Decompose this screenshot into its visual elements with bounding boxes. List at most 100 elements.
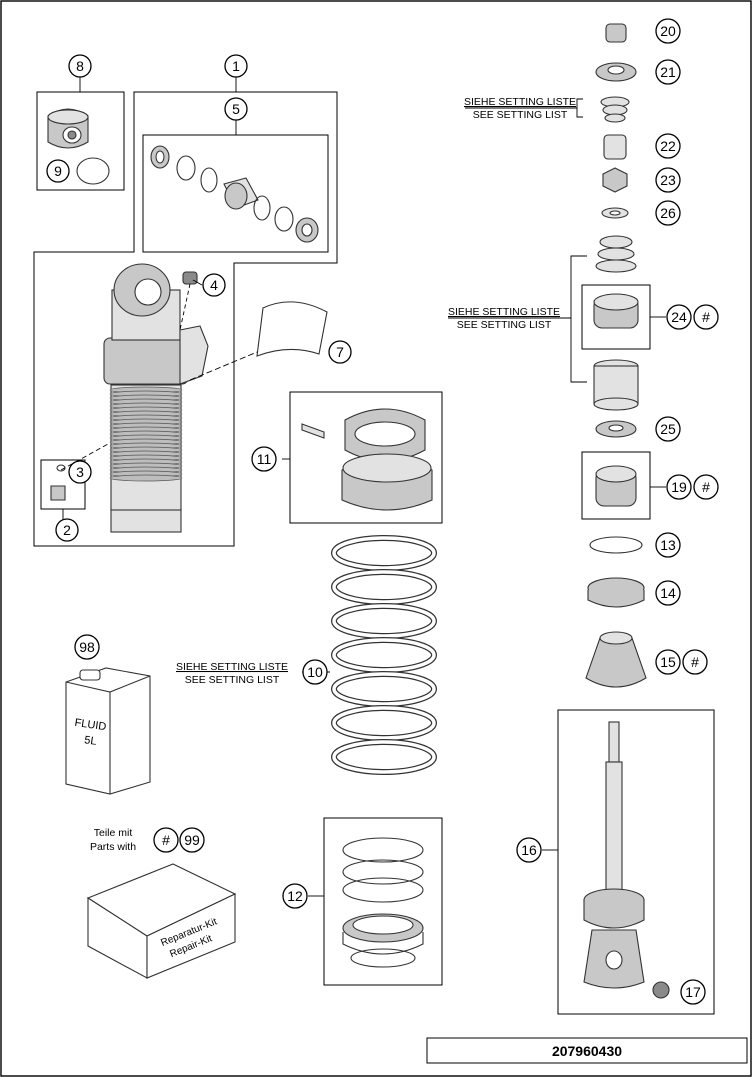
- callout-26: 26: [655, 200, 681, 226]
- callout-24: 24: [666, 304, 692, 330]
- spring-coil-highlight: [332, 672, 436, 706]
- box-piston-19: [581, 451, 651, 520]
- right-column-parts: [585, 23, 647, 688]
- callout-19-hash: #: [693, 474, 719, 500]
- callout-3: 3: [68, 460, 92, 484]
- kit-box-part: Reparatur-Kit Repair-Kit: [86, 863, 237, 979]
- callout-21: 21: [655, 59, 681, 85]
- leader-lines: [62, 77, 666, 897]
- callout-1: 1: [224, 54, 248, 78]
- callout-10-label: 10: [307, 664, 323, 680]
- callout-12: 12: [282, 883, 308, 909]
- callout-8: 8: [68, 54, 92, 78]
- callout-16: 16: [516, 837, 542, 863]
- callout-9-label: 9: [54, 163, 62, 179]
- callout-13-label: 13: [660, 537, 676, 553]
- setting-note-middle-en: SEE SETTING LIST: [457, 319, 552, 331]
- callout-20: 20: [655, 18, 681, 44]
- parts-with-note: Teile mit Parts with: [90, 827, 136, 853]
- setting-note-top: SIEHE SETTING LISTE SEE SETTING LIST: [464, 96, 576, 121]
- callout-7-label: 7: [336, 344, 344, 360]
- valve-part: [50, 443, 109, 501]
- callout-23-label: 23: [660, 172, 676, 188]
- callout-10: 10: [302, 659, 328, 685]
- setting-note-middle: SIEHE SETTING LISTE SEE SETTING LIST: [448, 306, 560, 331]
- spring-coil-highlight: [332, 536, 436, 570]
- callout-9: 9: [46, 159, 70, 183]
- box-spring-seat-12: [323, 817, 443, 986]
- setting-note-top-de: SIEHE SETTING LISTE: [464, 96, 576, 108]
- callout-99-label: 99: [184, 832, 200, 848]
- callout-14: 14: [655, 580, 681, 606]
- seal-kit-parts: [150, 145, 319, 243]
- box-seal-8: [36, 91, 125, 191]
- protection-sheet-part: [256, 301, 328, 357]
- callout-25: 25: [655, 416, 681, 442]
- callout-7: 7: [328, 340, 352, 364]
- callout-99: 99: [179, 827, 205, 853]
- callout-3-label: 3: [76, 464, 84, 480]
- callout-22-label: 22: [660, 138, 676, 154]
- seal-head-part: [47, 108, 89, 149]
- callout-15-hash: #: [682, 649, 708, 675]
- callout-11-label: 11: [257, 451, 272, 467]
- callout-13: 13: [655, 532, 681, 558]
- setting-note-spring-en: SEE SETTING LIST: [185, 674, 280, 686]
- callout-15-hash-label: #: [691, 654, 699, 670]
- callout-17-label: 17: [685, 984, 701, 1000]
- setting-note-spring: SIEHE SETTING LISTE SEE SETTING LIST: [176, 661, 288, 686]
- spring-coil-highlight: [332, 638, 436, 672]
- parts-with-note-de: Teile mit: [94, 827, 133, 839]
- callout-25-label: 25: [660, 421, 676, 437]
- piston-rod-part: [583, 721, 670, 999]
- callout-15-label: 15: [660, 654, 676, 670]
- callout-2: 2: [55, 518, 79, 542]
- callout-24-hash: #: [693, 304, 719, 330]
- box-seals-5: [142, 134, 329, 253]
- parts-with-note-en: Parts with: [90, 841, 136, 853]
- shock-coil-ring: [109, 474, 183, 482]
- callout-4: 4: [202, 273, 226, 297]
- shock-body-part: [103, 263, 263, 533]
- callout-14-label: 14: [660, 585, 676, 601]
- callout-23: 23: [655, 167, 681, 193]
- callout-24-hash-label: #: [702, 309, 710, 325]
- callout-5-label: 5: [232, 101, 240, 117]
- spring-coil-highlight: [332, 570, 436, 604]
- callout-2-label: 2: [63, 522, 71, 538]
- callout-22: 22: [655, 133, 681, 159]
- callout-11: 11: [251, 446, 277, 472]
- spring-seat-parts: [342, 837, 424, 968]
- callout-19: 19: [666, 474, 692, 500]
- callout-99-hash-label: #: [162, 832, 170, 848]
- box-shock-1: [33, 91, 338, 547]
- callout-21-label: 21: [660, 64, 676, 80]
- callout-19-hash-label: #: [702, 479, 710, 495]
- box-adjuster-11: [289, 391, 443, 524]
- callout-5: 5: [224, 97, 248, 121]
- callout-26-label: 26: [660, 205, 676, 221]
- setting-note-spring-de: SIEHE SETTING LISTE: [176, 661, 288, 673]
- callout-1-label: 1: [232, 58, 240, 74]
- callout-24-label: 24: [671, 309, 687, 325]
- drawing-number-box: [426, 1037, 748, 1064]
- callout-8-label: 8: [76, 58, 84, 74]
- callout-15: 15: [655, 649, 681, 675]
- bleed-screw-part: [179, 271, 198, 331]
- callout-17: 17: [680, 979, 706, 1005]
- adjuster-part: [301, 408, 433, 511]
- fluid-can-part: FLUID 5L: [65, 667, 151, 795]
- callout-16-label: 16: [521, 842, 537, 858]
- setting-note-middle-de: SIEHE SETTING LISTE: [448, 306, 560, 318]
- setting-note-top-en: SEE SETTING LIST: [473, 109, 568, 121]
- spring-coil-highlight: [332, 706, 436, 740]
- callout-19-label: 19: [671, 479, 687, 495]
- drawing-number: 207960430: [552, 1043, 622, 1059]
- spring-coil-highlight: [332, 740, 436, 774]
- fluid-can-volume: 5L: [84, 734, 98, 748]
- callout-99-hash: #: [153, 827, 179, 853]
- o-ring-part: [76, 157, 110, 185]
- callout-4-label: 4: [210, 277, 218, 293]
- main-spring-part: [331, 535, 437, 775]
